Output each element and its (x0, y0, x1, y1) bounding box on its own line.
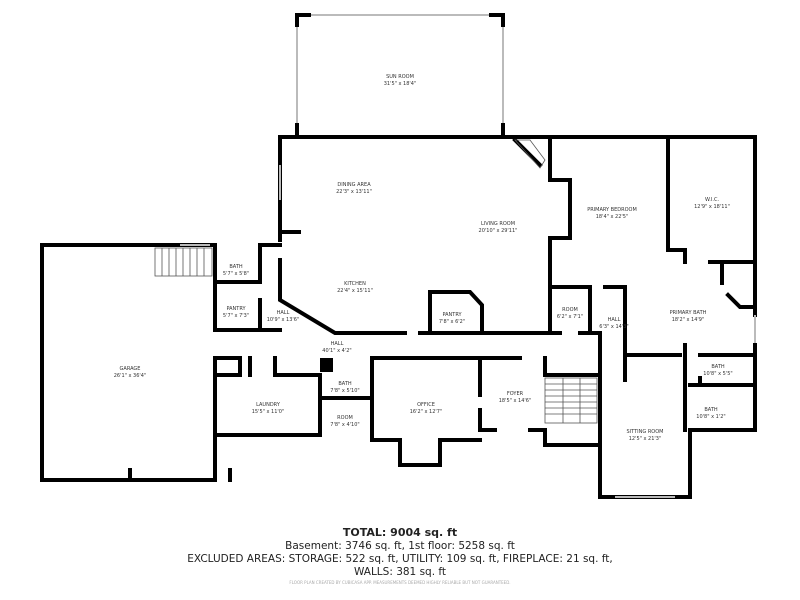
stairs-west (154, 247, 213, 277)
disclaimer: FLOOR PLAN CREATED BY CUBICASA APP. MEAS… (289, 580, 511, 585)
room-name: PRIMARY BEDROOM (587, 207, 637, 213)
room-name: ROOM (337, 415, 353, 421)
room-name: GARAGE (120, 366, 141, 372)
room-name: SUN ROOM (386, 74, 414, 80)
room-name: DINING AREA (337, 182, 371, 188)
fireplace (398, 438, 442, 467)
room-name: PANTRY (226, 306, 246, 312)
room-name: HALL (608, 317, 621, 323)
room-dims: 22'3" x 13'11" (336, 189, 372, 195)
room-dims: 18'2" x 14'9" (672, 317, 705, 323)
excluded-areas: EXCLUDED AREAS: STORAGE: 522 sq. ft, UTI… (187, 553, 613, 565)
room-dims: 12'9" x 18'11" (694, 204, 730, 210)
main-walls (40, 135, 757, 499)
sun-room-walls (295, 13, 505, 139)
room-dims: 7'8" x 5'10" (330, 388, 359, 394)
room-dims: 7'8" x 6'2" (439, 319, 465, 325)
stairs-corner (514, 139, 546, 169)
room-dims: 10'9" x 13'6" (267, 317, 300, 323)
stairs-foyer (544, 377, 598, 424)
room-name: BATH (338, 381, 352, 387)
room-name: PANTRY (442, 312, 462, 318)
room-dims: 5'7" x 5'8" (223, 271, 249, 277)
room-dims: 10'8" x 5'5" (703, 371, 732, 377)
room-dims: 18'5" x 14'6" (499, 398, 532, 404)
room-name: HALL (277, 310, 290, 316)
room-name: ROOM (562, 307, 578, 313)
room-name: KITCHEN (344, 281, 366, 287)
room-name: SITTING ROOM (626, 429, 663, 435)
room-name: BATH (711, 364, 725, 370)
room-dims: 20'10" x 29'11" (479, 228, 518, 234)
room-dims: 6'3" x 14'3" (599, 324, 628, 330)
room-name: BATH (229, 264, 243, 270)
chimney (320, 358, 333, 372)
room-dims: 7'8" x 4'10" (330, 422, 359, 428)
room-name: HALL (331, 341, 344, 347)
room-name: OFFICE (417, 402, 435, 408)
walls-area: WALLS: 381 sq. ft (353, 566, 447, 578)
room-dims: 5'7" x 7'3" (223, 313, 249, 319)
room-name: LAUNDRY (256, 402, 281, 408)
room-labels: SUN ROOM 31'5" x 18'4" DINING AREA 22'3"… (114, 74, 733, 442)
room-dims: 26'1" x 36'4" (114, 373, 147, 379)
room-dims: 31'5" x 18'4" (384, 81, 417, 87)
room-dims: 40'1" x 4'2" (322, 348, 351, 354)
room-dims: 10'8" x 1'2" (696, 414, 725, 420)
room-dims: 12'5" x 21'3" (629, 436, 662, 442)
room-name: BATH (704, 407, 718, 413)
room-name: PRIMARY BATH (670, 310, 707, 316)
room-dims: 16'2" x 12'7" (410, 409, 443, 415)
floor-areas: Basement: 3746 sq. ft, 1st floor: 5258 s… (285, 540, 515, 552)
room-name: W.I.C. (705, 197, 720, 203)
room-dims: 15'5" x 11'0" (252, 409, 285, 415)
room-name: LIVING ROOM (481, 221, 515, 227)
room-dims: 22'4" x 15'11" (337, 288, 373, 294)
room-name: FOYER (507, 391, 524, 397)
room-dims: 18'4" x 22'5" (596, 214, 629, 220)
room-dims: 6'2" x 7'1" (557, 314, 583, 320)
total-area: TOTAL: 9004 sq. ft (342, 526, 458, 539)
